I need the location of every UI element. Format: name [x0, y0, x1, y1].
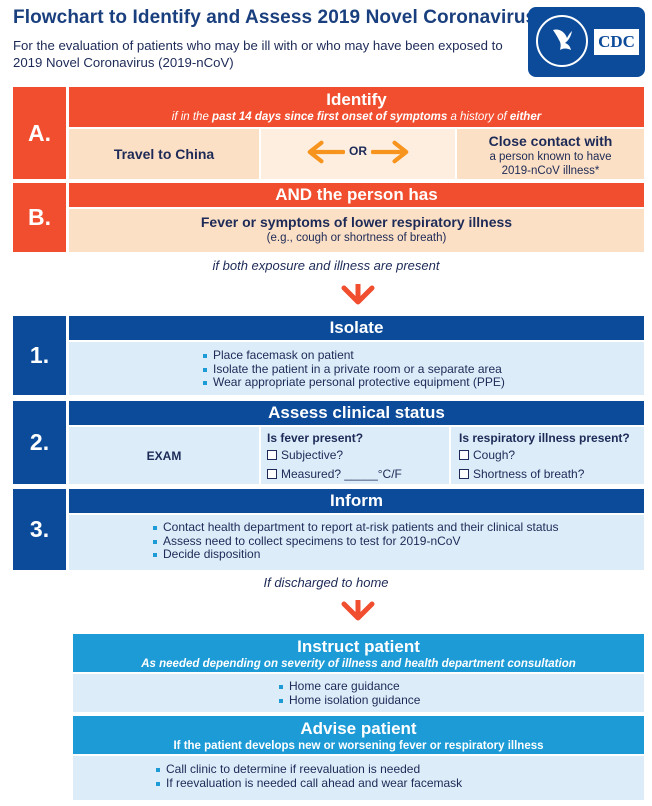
list-item: Home care guidance [279, 679, 644, 694]
measured-checkbox[interactable] [267, 469, 277, 479]
down-arrow-icon [341, 600, 375, 621]
hhs-seal-icon [536, 15, 588, 67]
list-item: Contact health department to report at-r… [153, 520, 644, 535]
step-b-row: B. AND the person has Fever or symptoms … [13, 183, 644, 252]
or-label: OR [349, 144, 367, 158]
cough-checkbox[interactable] [459, 450, 469, 460]
step-3-badge: 3. [13, 489, 66, 570]
step-1-title: Isolate [329, 318, 384, 337]
step-1-list: Place facemask on patient Isolate the pa… [203, 348, 644, 390]
contact-cell: Close contact with a person known to hav… [457, 129, 644, 179]
right-arrow-icon [371, 140, 409, 164]
subjective-checkbox[interactable] [267, 450, 277, 460]
down-arrow-icon [341, 284, 375, 305]
respiratory-cell: Is respiratory illness present? Cough? S… [451, 427, 644, 484]
instruct-body: Home care guidance Home isolation guidan… [73, 674, 644, 712]
step-b-main: Fever or symptoms of lower respiratory i… [200, 214, 513, 230]
step-3-body: Contact health department to report at-r… [69, 515, 644, 570]
contact-sub: a person known to have 2019-nCoV illness… [489, 151, 612, 177]
list-item: Assess need to collect specimens to test… [153, 534, 644, 549]
advise-title: Advise patient [300, 719, 417, 738]
travel-cell: Travel to China [69, 129, 259, 179]
cdc-logo: CDC [528, 7, 645, 77]
step-2-title: Assess clinical status [268, 403, 445, 422]
page-title: Flowchart to Identify and Assess 2019 No… [13, 7, 537, 28]
step-1-header: Isolate [69, 316, 644, 340]
step-3-title: Inform [330, 491, 383, 510]
step-b-title: AND the person has [275, 185, 438, 204]
step-a-title: Identify [326, 90, 387, 109]
step-2-header: Assess clinical status [69, 401, 644, 425]
contact-title: Close contact with [488, 133, 613, 149]
step-b-badge: B. [13, 183, 66, 252]
step-2-badge: 2. [13, 401, 66, 484]
advise-body: Call clinic to determine if reevaluation… [73, 756, 644, 800]
list-item: Wear appropriate personal protective equ… [203, 375, 644, 390]
cough-label: Cough? [473, 448, 516, 462]
subjective-label: Subjective? [281, 448, 344, 462]
shortness-of-breath-checkbox[interactable] [459, 469, 469, 479]
list-item: If reevaluation is needed call ahead and… [156, 776, 644, 791]
measured-label: Measured? _____°C/F [281, 467, 402, 481]
step-1-body: Place facemask on patient Isolate the pa… [69, 342, 644, 395]
step-a-badge: A. [13, 87, 66, 179]
list-item: Decide disposition [153, 547, 644, 562]
step-2-row: 2. Assess clinical status EXAM Is fever … [13, 401, 644, 484]
page-subtitle: For the evaluation of patients who may b… [13, 38, 503, 70]
list-item: Home isolation guidance [279, 693, 644, 708]
instruct-box: Instruct patient As needed depending on … [73, 634, 644, 712]
connector-discharged: If discharged to home [263, 575, 389, 590]
shortness-of-breath-label: Shortness of breath? [473, 467, 585, 481]
fever-question: Is fever present? [267, 431, 364, 445]
exam-cell: EXAM [69, 427, 259, 484]
instruct-title: Instruct patient [297, 637, 420, 656]
or-cell: OR [261, 129, 455, 179]
step-3-header: Inform [69, 489, 644, 513]
step-3-list: Contact health department to report at-r… [153, 520, 644, 562]
step-a-subtitle: if in the past 14 days since first onset… [171, 111, 542, 123]
connector-exposure-illness: if both exposure and illness are present [212, 258, 440, 273]
advise-header: Advise patient If the patient develops n… [73, 716, 644, 754]
travel-label: Travel to China [113, 146, 215, 162]
step-a-row: A. Identify if in the past 14 days since… [13, 87, 644, 179]
step-b-body: Fever or symptoms of lower respiratory i… [69, 209, 644, 252]
fever-cell: Is fever present? Subjective? Measured? … [261, 427, 449, 484]
eagle-icon [553, 29, 572, 50]
step-b-sub: (e.g., cough or shortness of breath) [266, 232, 447, 244]
list-item: Call clinic to determine if reevaluation… [156, 762, 644, 777]
respiratory-question: Is respiratory illness present? [459, 431, 630, 445]
instruct-list: Home care guidance Home isolation guidan… [279, 679, 644, 708]
step-a-header: Identify if in the past 14 days since fi… [69, 87, 644, 127]
cdc-wordmark: CDC [594, 29, 639, 55]
advise-list: Call clinic to determine if reevaluation… [156, 762, 644, 791]
instruct-header: Instruct patient As needed depending on … [73, 634, 644, 672]
advise-subtitle: If the patient develops new or worsening… [173, 740, 544, 752]
list-item: Place facemask on patient [203, 348, 644, 363]
instruct-subtitle: As needed depending on severity of illne… [141, 658, 576, 670]
list-item: Isolate the patient in a private room or… [203, 362, 644, 377]
advise-box: Advise patient If the patient develops n… [73, 716, 644, 800]
exam-label: EXAM [146, 448, 182, 463]
step-3-row: 3. Inform Contact health department to r… [13, 489, 644, 570]
left-arrow-icon [307, 140, 345, 164]
step-1-row: 1. Isolate Place facemask on patient Iso… [13, 316, 644, 395]
step-b-header: AND the person has [69, 183, 644, 207]
step-1-badge: 1. [13, 316, 66, 395]
